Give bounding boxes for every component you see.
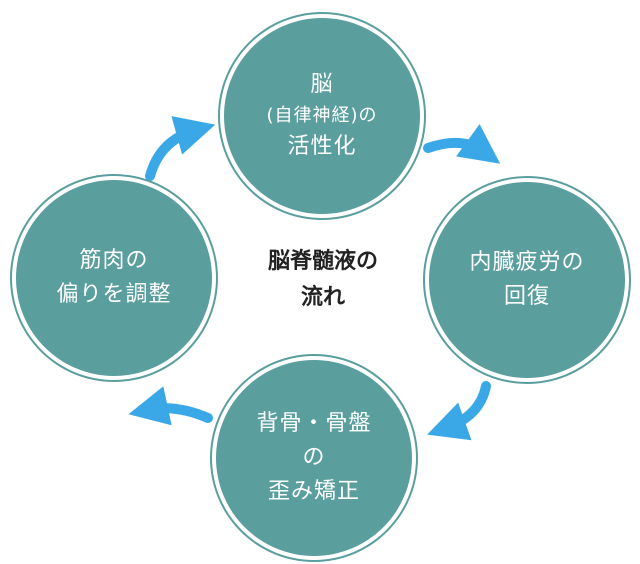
node-right-line2: 回復 — [503, 284, 550, 309]
center-title: 脳脊髄液の 流れ — [238, 244, 408, 316]
node-brain-activation: 脳 (自律神経)の 活性化 — [224, 18, 420, 214]
node-top-line1: 脳 — [310, 72, 334, 97]
node-left-line1: 筋肉の — [79, 248, 149, 273]
center-title-line2: 流れ — [300, 285, 345, 310]
node-top-line3: 活性化 — [287, 134, 357, 159]
node-top-line2: (自律神経)の — [266, 105, 378, 126]
node-visceral-fatigue-recovery: 内臓疲労の 回復 — [429, 182, 625, 378]
center-title-line1: 脳脊髄液の — [267, 249, 378, 274]
arrow-bottom-to-left — [128, 386, 213, 426]
node-bottom-line2: の — [302, 445, 326, 470]
node-muscle-balance-adjust: 筋肉の 偏りを調整 — [16, 180, 212, 376]
arrow-left-to-top — [145, 116, 216, 181]
arrow-top-to-right — [423, 124, 501, 164]
arrow-right-to-bottom — [427, 381, 491, 441]
node-spine-pelvis-correction: 背骨・骨盤 の 歪み矯正 — [216, 360, 412, 556]
node-right-line1: 内臓疲労の — [469, 250, 585, 275]
node-bottom-line1: 背骨・骨盤 — [256, 411, 372, 436]
node-bottom-line3: 歪み矯正 — [267, 479, 360, 504]
node-left-line2: 偏りを調整 — [56, 282, 172, 307]
